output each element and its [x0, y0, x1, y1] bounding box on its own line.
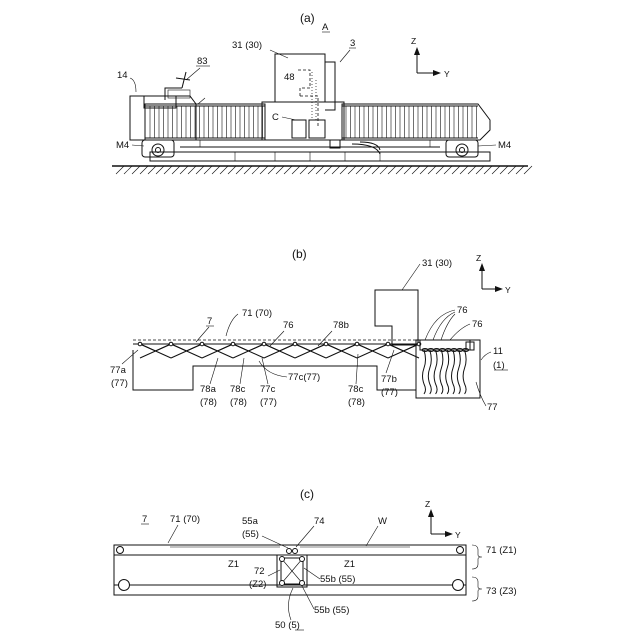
figure-c-caption: (c): [300, 487, 314, 501]
figure-c: (c) 7 71 (70) 55a (55): [114, 487, 517, 631]
label-b-76-lower: 76: [472, 319, 483, 330]
label-c-7: 7: [142, 514, 147, 525]
axis-c-y-label: Y: [455, 530, 461, 540]
label-b-77: 77: [487, 402, 498, 413]
figure-a-ground: [112, 166, 532, 174]
label-b-71-70: 71 (70): [242, 308, 272, 319]
label-c-55a: 55a: [242, 516, 259, 527]
label-b-31-30: 31 (30): [422, 258, 452, 269]
figure-a-caption: (a): [300, 11, 315, 25]
label-b-77a: 77a: [110, 365, 127, 376]
label-c-55b-upper: 55b (55): [320, 574, 355, 585]
label-b-77b-paren: (77): [381, 387, 398, 398]
label-c-71-Z1: 71 (Z1): [486, 545, 517, 556]
label-b-77b: 77b: [381, 374, 397, 385]
label-b-78c-right: 78c: [348, 384, 364, 395]
label-c-72: 72: [254, 566, 265, 577]
axis-z-label: Z: [411, 36, 416, 46]
label-b-78a: 78a: [200, 384, 217, 395]
label-b-78a-paren: (78): [200, 397, 217, 408]
axis-c-z-label: Z: [425, 499, 430, 509]
figure-c-axis-indicator: Z Y: [425, 499, 461, 540]
figure-b: (b) 31 (30) 7 71 (70) 76 78b 76 76: [110, 247, 511, 413]
figure-a-wheel-right: [446, 140, 478, 157]
figure-a-wheel-left: [142, 140, 174, 157]
label-31-30: 31 (30): [232, 40, 262, 51]
label-c-Z1-right: Z1: [344, 559, 355, 570]
label-b-77c-77: 77c(77): [288, 372, 320, 383]
label-b-11: 11: [493, 346, 503, 357]
figure-a: (a): [112, 11, 532, 174]
figure-a-axis-indicator: Z Y: [411, 36, 450, 79]
label-A: A: [322, 22, 329, 33]
label-c-50-5: 50 (5): [275, 620, 300, 631]
label-48: 48: [284, 72, 295, 83]
label-b-7: 7: [207, 316, 212, 327]
label-b-1: (1): [493, 360, 505, 371]
figure-b-spring-stack: [416, 340, 480, 398]
figure-b-caption: (b): [292, 247, 307, 261]
label-c-W: W: [378, 516, 387, 527]
label-c-74: 74: [314, 516, 325, 527]
label-83: 83: [197, 56, 208, 67]
figure-a-bed: [150, 140, 490, 161]
label-c-71-70: 71 (70): [170, 514, 200, 525]
figure-b-spindle-block: [375, 290, 418, 345]
label-14: 14: [117, 70, 128, 81]
label-b-76-left: 76: [283, 320, 294, 331]
label-M4-left: M4: [116, 140, 129, 151]
label-b-77c-paren: (77): [260, 397, 277, 408]
label-C: C: [272, 112, 279, 123]
label-b-78c-left: 78c: [230, 384, 246, 395]
figure-b-axis-indicator: Z Y: [476, 253, 511, 295]
axis-b-y-label: Y: [505, 285, 511, 295]
label-c-55b-lower: 55b (55): [314, 605, 349, 616]
label-b-77c: 77c: [260, 384, 276, 395]
label-b-76-upper: 76: [457, 305, 468, 316]
figure-a-body: [130, 72, 490, 140]
label-b-78b: 78b: [333, 320, 349, 331]
label-b-77a-paren: (77): [111, 378, 128, 389]
label-c-73-Z3: 73 (Z3): [486, 586, 517, 597]
figure-c-center-unit: [277, 549, 307, 588]
label-M4-right: M4: [498, 140, 511, 151]
label-3: 3: [350, 38, 355, 49]
label-c-Z1-left: Z1: [228, 559, 239, 570]
scissor-linkage: [138, 342, 421, 358]
label-c-72-Z2: (Z2): [249, 579, 266, 590]
label-c-55a-paren: (55): [242, 529, 259, 540]
figure-a-spindle-column: [262, 54, 344, 148]
label-b-78c-left-paren: (78): [230, 397, 247, 408]
axis-y-label: Y: [444, 69, 450, 79]
axis-b-z-label: Z: [476, 253, 481, 263]
label-b-78c-right-paren: (78): [348, 397, 365, 408]
